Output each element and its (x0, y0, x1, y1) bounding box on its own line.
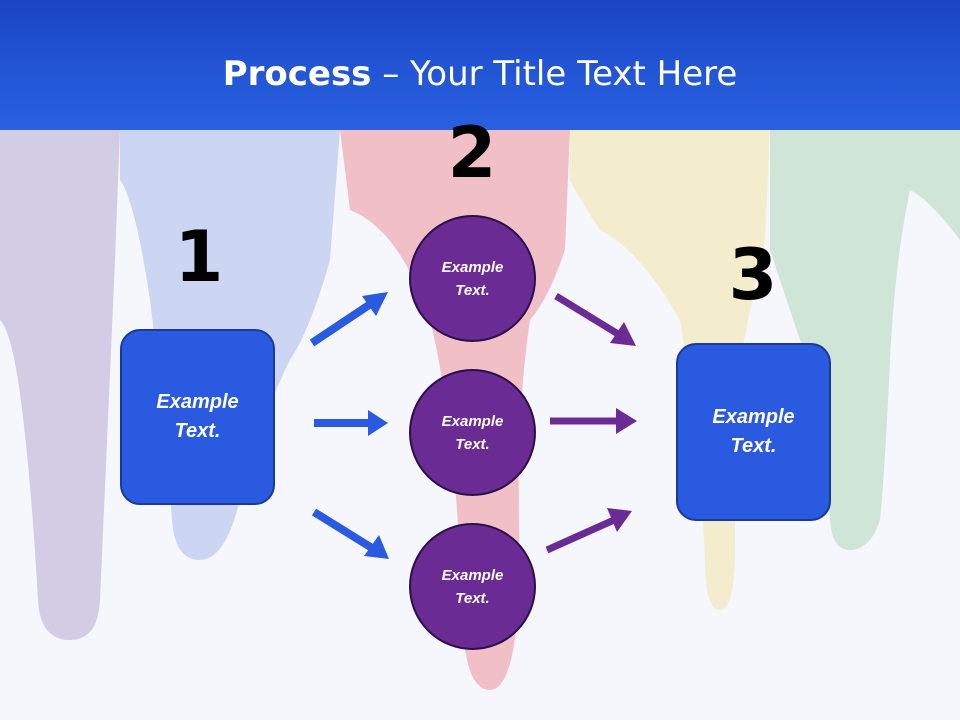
step-1-text: Example Text. (156, 391, 239, 442)
title-bar (0, 0, 960, 130)
middle-node-bottom-text: Example Text. (441, 566, 504, 607)
middle-node-top[interactable]: Example Text. (409, 215, 536, 342)
step-3-box[interactable]: Example Text. (676, 343, 831, 521)
slide-title[interactable]: Process – Your Title Text Here (0, 52, 960, 96)
arrow-top-to-3 (554, 293, 636, 346)
step-number-1: 1 (174, 216, 224, 298)
arrow-middle-to-3 (550, 408, 637, 434)
title-rest: – Your Title Text Here (371, 54, 738, 94)
arrow-1-to-top (309, 292, 388, 347)
step-number-3: 3 (728, 234, 778, 316)
arrow-1-to-bottom (311, 508, 389, 559)
middle-node-center[interactable]: Example Text. (409, 369, 536, 496)
step-3-text: Example Text. (712, 406, 795, 457)
arrow-1-to-middle (314, 410, 388, 436)
middle-node-center-text: Example Text. (441, 412, 504, 453)
step-1-box[interactable]: Example Text. (120, 329, 275, 505)
title-bold: Process (222, 54, 372, 94)
step-number-2: 2 (447, 112, 497, 194)
middle-node-bottom[interactable]: Example Text. (409, 523, 536, 650)
arrow-bottom-to-3 (545, 508, 632, 554)
middle-node-top-text: Example Text. (441, 258, 504, 299)
